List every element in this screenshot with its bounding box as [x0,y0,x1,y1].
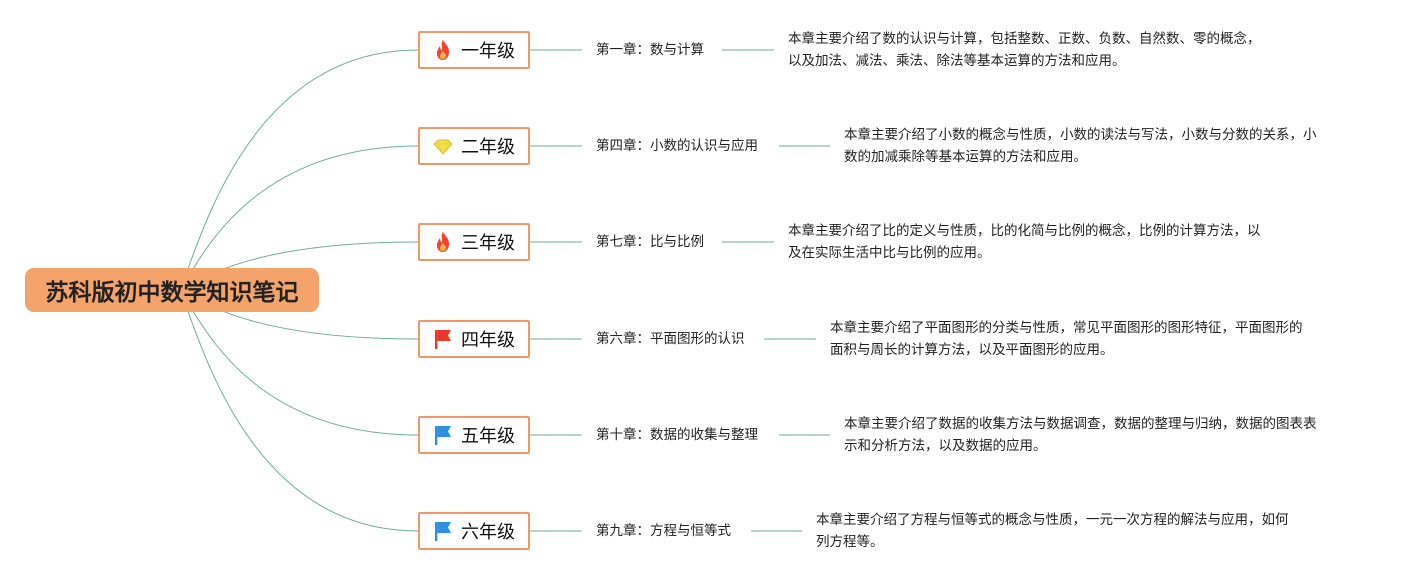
description-line: 本章主要介绍了平面图形的分类与性质，常见平面图形的图形特征，平面图形的 [830,320,1303,336]
description-line: 本章主要介绍了数的认识与计算，包括整数、正数、负数、自然数、零的概念， [788,31,1261,47]
description-line: 本章主要介绍了数据的收集方法与数据调查，数据的整理与归纳，数据的图表表 [844,416,1317,432]
grade-topic[interactable]: 二年级 [418,127,530,165]
description-line: 及在实际生活中比与比例的应用。 [788,245,991,261]
grade-topic[interactable]: 四年级 [418,320,530,358]
chapter-topic[interactable]: 第六章：平面图形的认识 [596,331,745,347]
chapter-description[interactable]: 本章主要介绍了数的认识与计算，包括整数、正数、负数、自然数、零的概念， 以及加法、… [788,28,1261,72]
connector-root-to-grade [179,289,419,532]
description-line: 面积与周长的计算方法，以及平面图形的应用。 [830,342,1114,358]
grade-label: 一年级 [461,41,515,62]
description-line: 数的加减乘除等基本运算的方法和应用。 [844,149,1087,165]
description-line: 本章主要介绍了方程与恒等式的概念与性质，一元一次方程的解法与应用，如何 [816,512,1289,528]
grade-label: 二年级 [461,137,515,158]
chapter-description[interactable]: 本章主要介绍了平面图形的分类与性质，常见平面图形的图形特征，平面图形的面积与周长… [830,317,1303,361]
root-topic[interactable]: 苏科版初中数学知识笔记 [25,268,319,312]
grade-label: 五年级 [461,426,515,447]
grade-label: 三年级 [461,233,515,254]
grade-topic[interactable]: 一年级 [418,31,530,69]
chapter-description[interactable]: 本章主要介绍了数据的收集方法与数据调查，数据的整理与归纳，数据的图表表示和分析方… [844,413,1317,457]
fire-icon [433,231,453,253]
chapter-topic[interactable]: 第十章：数据的收集与整理 [596,427,758,443]
root-topic-label: 苏科版初中数学知识笔记 [45,280,299,306]
chapter-topic[interactable]: 第九章：方程与恒等式 [596,523,731,539]
chapter-description[interactable]: 本章主要介绍了比的定义与性质，比的化简与比例的概念，比例的计算方法，以及在实际生… [788,220,1261,264]
grade-topic[interactable]: 五年级 [418,416,530,454]
chapter-topic[interactable]: 第一章：数与计算 [596,42,704,58]
description-line: 示和分析方法，以及数据的应用。 [844,438,1047,454]
chapter-description[interactable]: 本章主要介绍了方程与恒等式的概念与性质，一元一次方程的解法与应用，如何列方程等。 [816,509,1289,553]
grade-label: 六年级 [461,522,515,543]
chapter-topic[interactable]: 第七章：比与比例 [596,234,704,250]
chapter-topic[interactable]: 第四章：小数的认识与应用 [596,138,758,154]
description-line: 列方程等。 [816,534,884,550]
blue-flag-icon [433,520,453,542]
grade-topic[interactable]: 六年级 [418,512,530,550]
red-flag-icon [433,328,453,350]
fire-icon [433,39,453,61]
grade-topic[interactable]: 三年级 [418,223,530,261]
chapter-description[interactable]: 本章主要介绍了小数的概念与性质，小数的读法与写法，小数与分数的关系，小数的加减乘… [844,124,1317,168]
description-line: 本章主要介绍了小数的概念与性质，小数的读法与写法，小数与分数的关系，小 [844,127,1317,143]
description-line: 本章主要介绍了比的定义与性质，比的化简与比例的概念，比例的计算方法，以 [788,223,1261,239]
grade-label: 四年级 [461,330,515,351]
blue-flag-icon [433,424,453,446]
connector-root-to-grade [179,49,419,291]
description-line: 以及加法、减法、乘法、除法等基本运算的方法和应用。 [788,53,1126,69]
diamond-icon [433,135,453,157]
